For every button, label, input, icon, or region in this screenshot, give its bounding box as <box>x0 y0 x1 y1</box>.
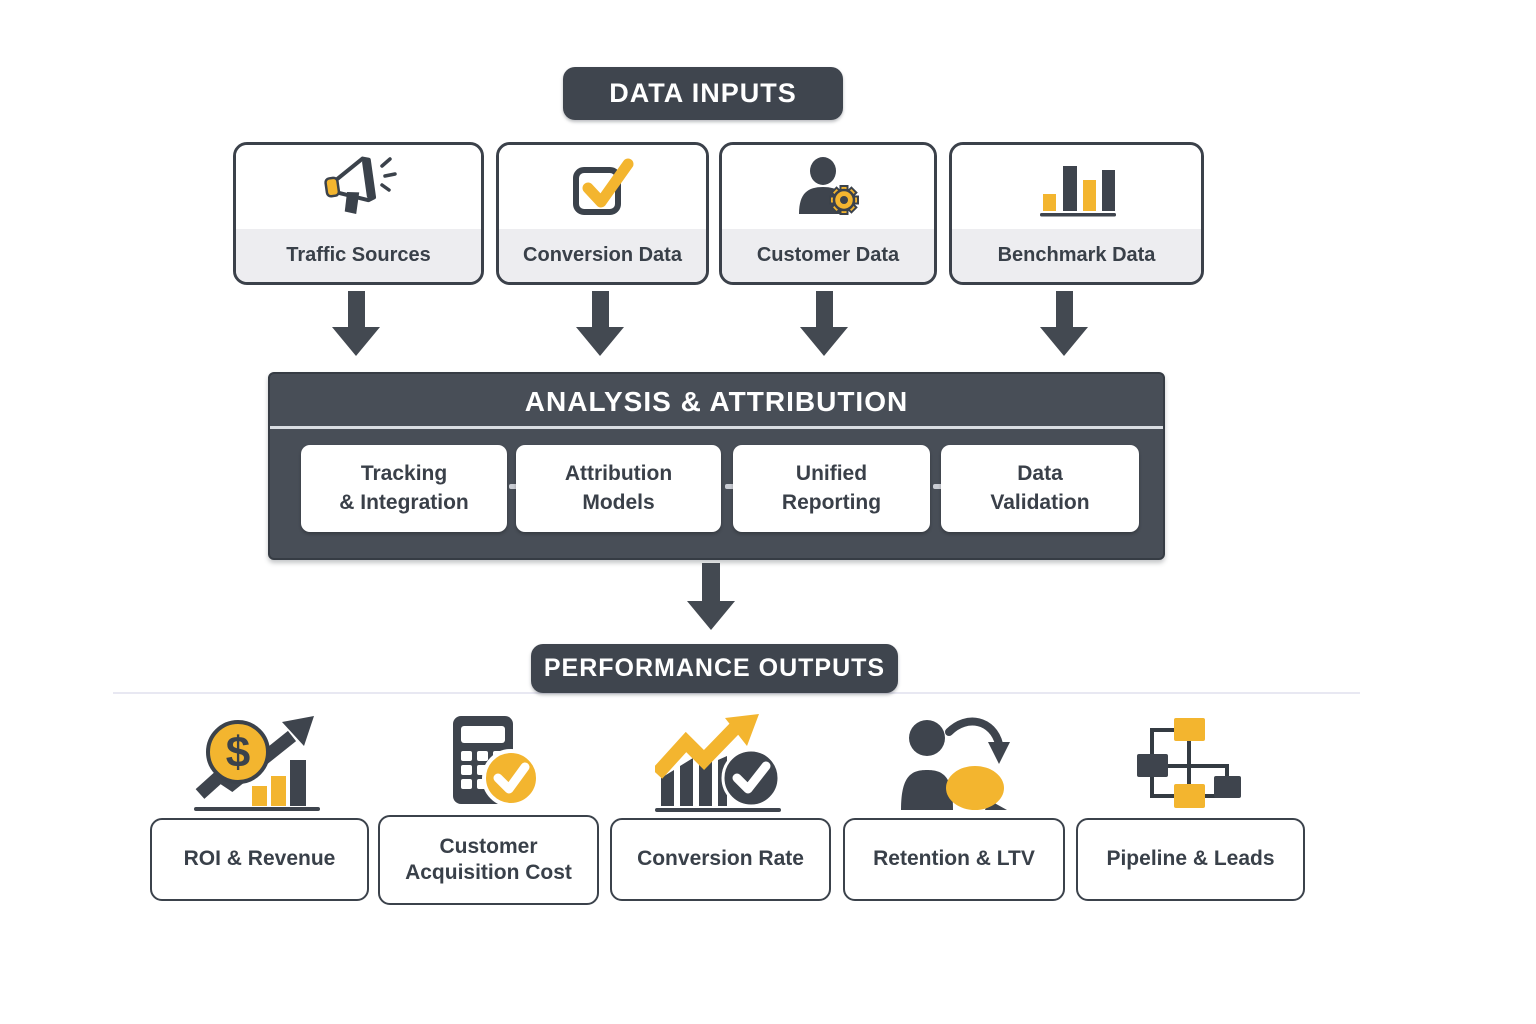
flowchart-nodes-icon <box>1132 714 1244 814</box>
output-label: Acquisition Cost <box>405 861 572 884</box>
output-label: ROI & Revenue <box>183 847 336 871</box>
input-card-customer-data: Customer Data <box>719 142 937 285</box>
divider <box>270 426 1163 429</box>
step-connector <box>725 484 736 489</box>
step-line: Attribution <box>564 462 673 486</box>
input-card-traffic-sources: Traffic Sources <box>233 142 484 285</box>
data-inputs-badge: DATA INPUTS <box>563 67 843 120</box>
step-line: Unified <box>795 462 868 486</box>
step-line: & Integration <box>339 490 469 514</box>
calculator-check-icon <box>431 712 543 814</box>
output-customer-acquisition-cost: Customer Acquisition Cost <box>378 815 599 905</box>
performance-outputs-title: PERFORMANCE OUTPUTS <box>543 654 886 682</box>
step-line: Models <box>582 490 655 514</box>
coin-growth-icon: $ <box>190 714 324 814</box>
output-pipeline-leads: Pipeline & Leads <box>1076 818 1305 901</box>
step-unified-reporting: Unified Reporting <box>733 445 930 532</box>
checkbox-check-icon <box>499 145 706 229</box>
input-label: Traffic Sources <box>236 229 481 282</box>
analysis-title: ANALYSIS & ATTRIBUTION <box>524 386 909 417</box>
output-roi-revenue: ROI & Revenue <box>150 818 369 901</box>
input-label: Conversion Data <box>499 229 706 282</box>
down-arrow-icon <box>800 291 848 356</box>
output-label: Retention & LTV <box>873 847 1035 871</box>
section-divider <box>113 692 1360 694</box>
data-inputs-title: DATA INPUTS <box>609 78 797 108</box>
output-retention-ltv: Retention & LTV <box>843 818 1065 901</box>
step-attribution-models: Attribution Models <box>516 445 721 532</box>
user-loop-icon <box>893 714 1013 814</box>
analysis-attribution-panel: ANALYSIS & ATTRIBUTION Tracking & Integr… <box>268 372 1165 560</box>
step-line: Tracking <box>360 462 448 486</box>
step-connector <box>933 484 944 489</box>
output-conversion-rate: Conversion Rate <box>610 818 831 901</box>
down-arrow-icon <box>332 291 380 356</box>
output-label: Pipeline & Leads <box>1106 847 1275 871</box>
megaphone-icon <box>236 145 481 229</box>
user-gear-icon <box>722 145 934 229</box>
step-connector <box>509 484 520 489</box>
down-arrow-icon <box>1040 291 1088 356</box>
trend-check-icon <box>655 714 781 814</box>
output-label: Customer <box>439 834 538 858</box>
svg-text:$: $ <box>226 728 250 777</box>
bar-chart-icon <box>952 145 1201 229</box>
down-arrow-icon <box>687 563 735 630</box>
input-card-conversion-data: Conversion Data <box>496 142 709 285</box>
input-label: Customer Data <box>722 229 934 282</box>
step-line: Data <box>1017 462 1063 486</box>
step-line: Validation <box>990 490 1090 514</box>
input-label: Benchmark Data <box>952 229 1201 282</box>
step-line: Reporting <box>781 490 882 514</box>
performance-outputs-badge: PERFORMANCE OUTPUTS <box>531 644 898 693</box>
input-card-benchmark-data: Benchmark Data <box>949 142 1204 285</box>
step-data-validation: Data Validation <box>941 445 1139 532</box>
output-label: Conversion Rate <box>637 847 804 871</box>
down-arrow-icon <box>576 291 624 356</box>
step-tracking-integration: Tracking & Integration <box>301 445 507 532</box>
